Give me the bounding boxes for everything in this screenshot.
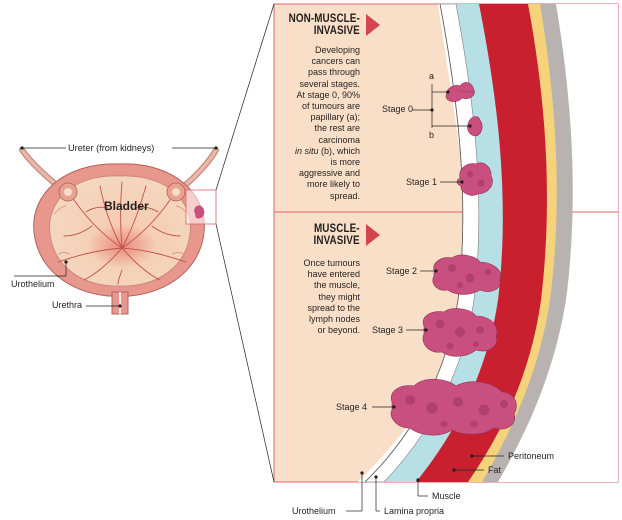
in-situ-rest: (b), which [318, 145, 360, 156]
nm-line-in-situ: in situ (b), which [295, 146, 360, 157]
tumour-stage0a [445, 82, 475, 102]
leader-lines [346, 84, 504, 512]
tumour-stage3 [422, 308, 498, 357]
label-stage1: Stage 1 [406, 177, 438, 187]
heading-m-line2: INVASIVE [313, 235, 360, 247]
bladder-illustration [19, 147, 219, 315]
nm-line: cancers can [311, 56, 360, 67]
m-line: lymph nodes [308, 314, 360, 325]
tumour-stage1 [456, 162, 493, 196]
nm-line: aggressive and [298, 168, 360, 179]
bladder-title: Bladder [104, 199, 149, 213]
m-line: they might [318, 291, 360, 302]
label-fat: Fat [488, 465, 502, 475]
heading-arrow-nonmuscle [366, 14, 380, 36]
m-line: spread to the [307, 302, 360, 313]
m-line: the muscle, [313, 280, 360, 291]
nm-line: more likely to [306, 179, 360, 190]
tumour-stage4 [390, 378, 517, 436]
nm-line: spread. [329, 190, 360, 201]
non-muscle-body: Developing cancers can pass through seve… [295, 45, 360, 202]
nm-line: carcinoma [318, 134, 360, 145]
label-urethra: Urethra [52, 300, 83, 310]
label-stage3: Stage 3 [372, 325, 404, 335]
nm-line: papillary (a); [310, 112, 360, 123]
label-a: a [429, 71, 435, 81]
nm-line: pass through [307, 67, 360, 78]
label-peritoneum: Peritoneum [508, 451, 555, 461]
label-ureter: Ureter (from kidneys) [68, 143, 155, 153]
tumour-stage0b [467, 116, 483, 137]
nm-line: the rest are [314, 123, 360, 134]
heading-non-muscle-invasive: NON-MUSCLE- INVASIVE [289, 13, 360, 37]
label-stage0: Stage 0 [382, 104, 414, 114]
label-muscle: Muscle [432, 491, 461, 501]
m-line: have entered [307, 269, 360, 280]
nm-line: At stage 0, 90% [296, 89, 360, 100]
nm-line: of tumours are [301, 101, 360, 112]
nm-line: Developing [314, 45, 360, 55]
zoom-connector [215, 3, 275, 483]
muscle-body: Once tumours have entered the muscle, th… [303, 258, 360, 336]
nm-line: several stages. [299, 78, 360, 89]
label-stage4: Stage 4 [336, 402, 368, 412]
label-urothelium-wall: Urothelium [292, 506, 336, 516]
heading-muscle-invasive: MUSCLE- INVASIVE [314, 223, 360, 247]
tumours [390, 82, 517, 436]
heading-arrow-muscle [366, 224, 380, 246]
label-stage2: Stage 2 [386, 266, 418, 276]
heading-m-line1: MUSCLE- [314, 223, 360, 235]
bladder-leader-dots [20, 146, 218, 308]
leader-dots [360, 90, 474, 482]
tumour-stage2 [432, 254, 502, 295]
label-b: b [429, 130, 435, 140]
heading-nm-line2: INVASIVE [313, 25, 360, 37]
heading-nm-line1: NON-MUSCLE- [288, 13, 360, 25]
m-line: or beyond. [317, 325, 360, 336]
nm-line: is more [330, 157, 360, 168]
bladder-leaders [14, 147, 216, 307]
m-line: Once tumours [303, 258, 360, 268]
label-lamina-propria: Lamina propria [384, 506, 445, 516]
in-situ-italic: in situ [294, 145, 319, 156]
label-urothelium-bladder: Urothelium [11, 279, 55, 289]
